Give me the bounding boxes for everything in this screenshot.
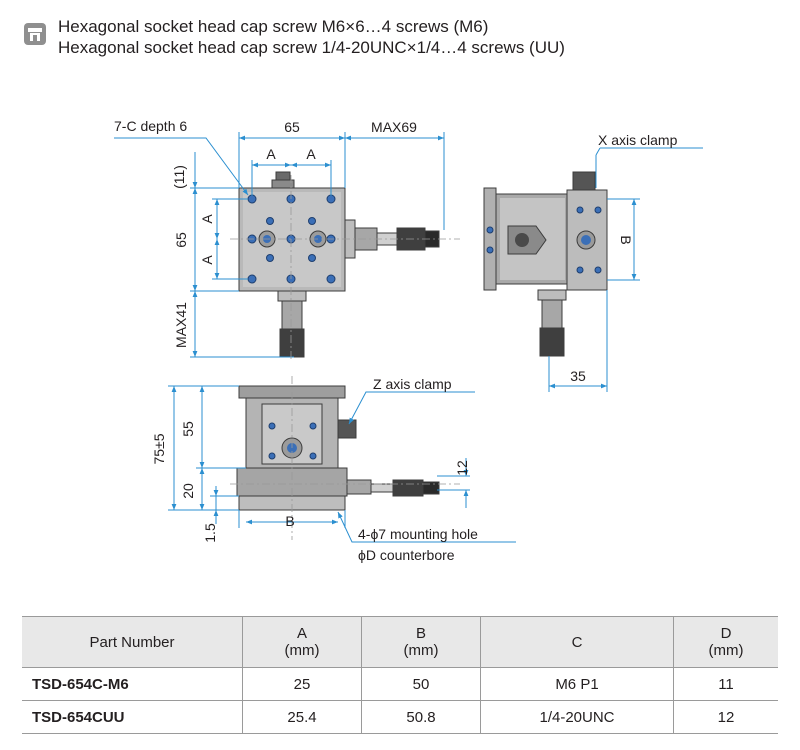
dim-total: 75±5 [151, 433, 167, 464]
front-dim-b: B [285, 513, 294, 529]
dim-height: 65 [173, 232, 189, 248]
dim-micrometer-y: MAX41 [173, 302, 189, 348]
header-line-1: Hexagonal socket head cap screw M6×6…4 s… [58, 17, 489, 36]
dim-offset: (11) [171, 165, 187, 189]
dim-micrometer-height: 12 [454, 460, 470, 476]
spec-table: Part Number A(mm) B(mm) C D(mm) TSD-654C… [22, 616, 778, 734]
header-b: B(mm) [361, 616, 481, 668]
counterbore-label: ϕD counterbore [358, 547, 455, 563]
dim-a-3: A [199, 214, 215, 224]
header-c: C [480, 616, 674, 668]
table-header-row: Part Number A(mm) B(mm) C D(mm) [22, 616, 778, 668]
side-dim-b: B [618, 235, 634, 244]
tap-label: 7-C depth 6 [114, 118, 187, 134]
z-clamp-label: Z axis clamp [373, 376, 452, 392]
dim-a-2: A [306, 146, 316, 162]
cell-d: 12 [673, 700, 778, 734]
dim-width: 65 [284, 119, 300, 135]
micrometer-y-body [277, 290, 307, 302]
cell-a: 25 [242, 667, 362, 701]
cell-a: 25.4 [242, 700, 362, 734]
x-clamp-label: X axis clamp [598, 132, 678, 148]
mounting-hole-label: 4-ϕ7 mounting hole [358, 526, 478, 542]
cell-b: 50 [361, 667, 481, 701]
cell-d: 11 [673, 667, 778, 701]
cell-b: 50.8 [361, 700, 481, 734]
top-view: 7-C depth 6 65 MAX69 A A (11) 65 A A MAX… [114, 118, 460, 362]
header-a: A(mm) [242, 616, 362, 668]
cell-part-number: TSD-654CUU [22, 700, 243, 734]
cell-part-number: TSD-654C-M6 [22, 667, 243, 701]
header-part-number: Part Number [22, 616, 243, 668]
dim-upper: 55 [180, 421, 196, 437]
front-micrometer-thimble [392, 479, 424, 497]
header-line-2: Hexagonal socket head cap screw 1/4-20UN… [58, 38, 565, 57]
table-row: TSD-654CUU 25.4 50.8 1/4-20UNC 12 [22, 700, 778, 734]
x-clamp-screw [572, 171, 596, 191]
z-clamp-screw [337, 419, 357, 439]
dim-a-1: A [266, 146, 276, 162]
front-view: Z axis clamp 75±5 55 20 1.5 B 12 4-ϕ7 mo… [151, 376, 516, 563]
cell-c: 1/4-20UNC [480, 700, 674, 734]
info-icon [24, 23, 46, 45]
micrometer-y-thimble [279, 328, 305, 358]
side-micrometer-thimble [539, 327, 565, 357]
side-base-plate [483, 187, 497, 291]
technical-drawing: 7-C depth 6 65 MAX69 A A (11) 65 A A MAX… [114, 118, 703, 563]
side-dim-depth: 35 [570, 368, 586, 384]
side-view: X axis clamp B 35 [483, 132, 703, 392]
header-d: D(mm) [673, 616, 778, 668]
dim-a-4: A [199, 255, 215, 265]
dim-micrometer: MAX69 [371, 119, 417, 135]
dim-base: 1.5 [202, 523, 218, 543]
table-row: TSD-654C-M6 25 50 M6 P1 11 [22, 667, 778, 701]
dim-lower: 20 [180, 483, 196, 499]
cell-c: M6 P1 [480, 667, 674, 701]
